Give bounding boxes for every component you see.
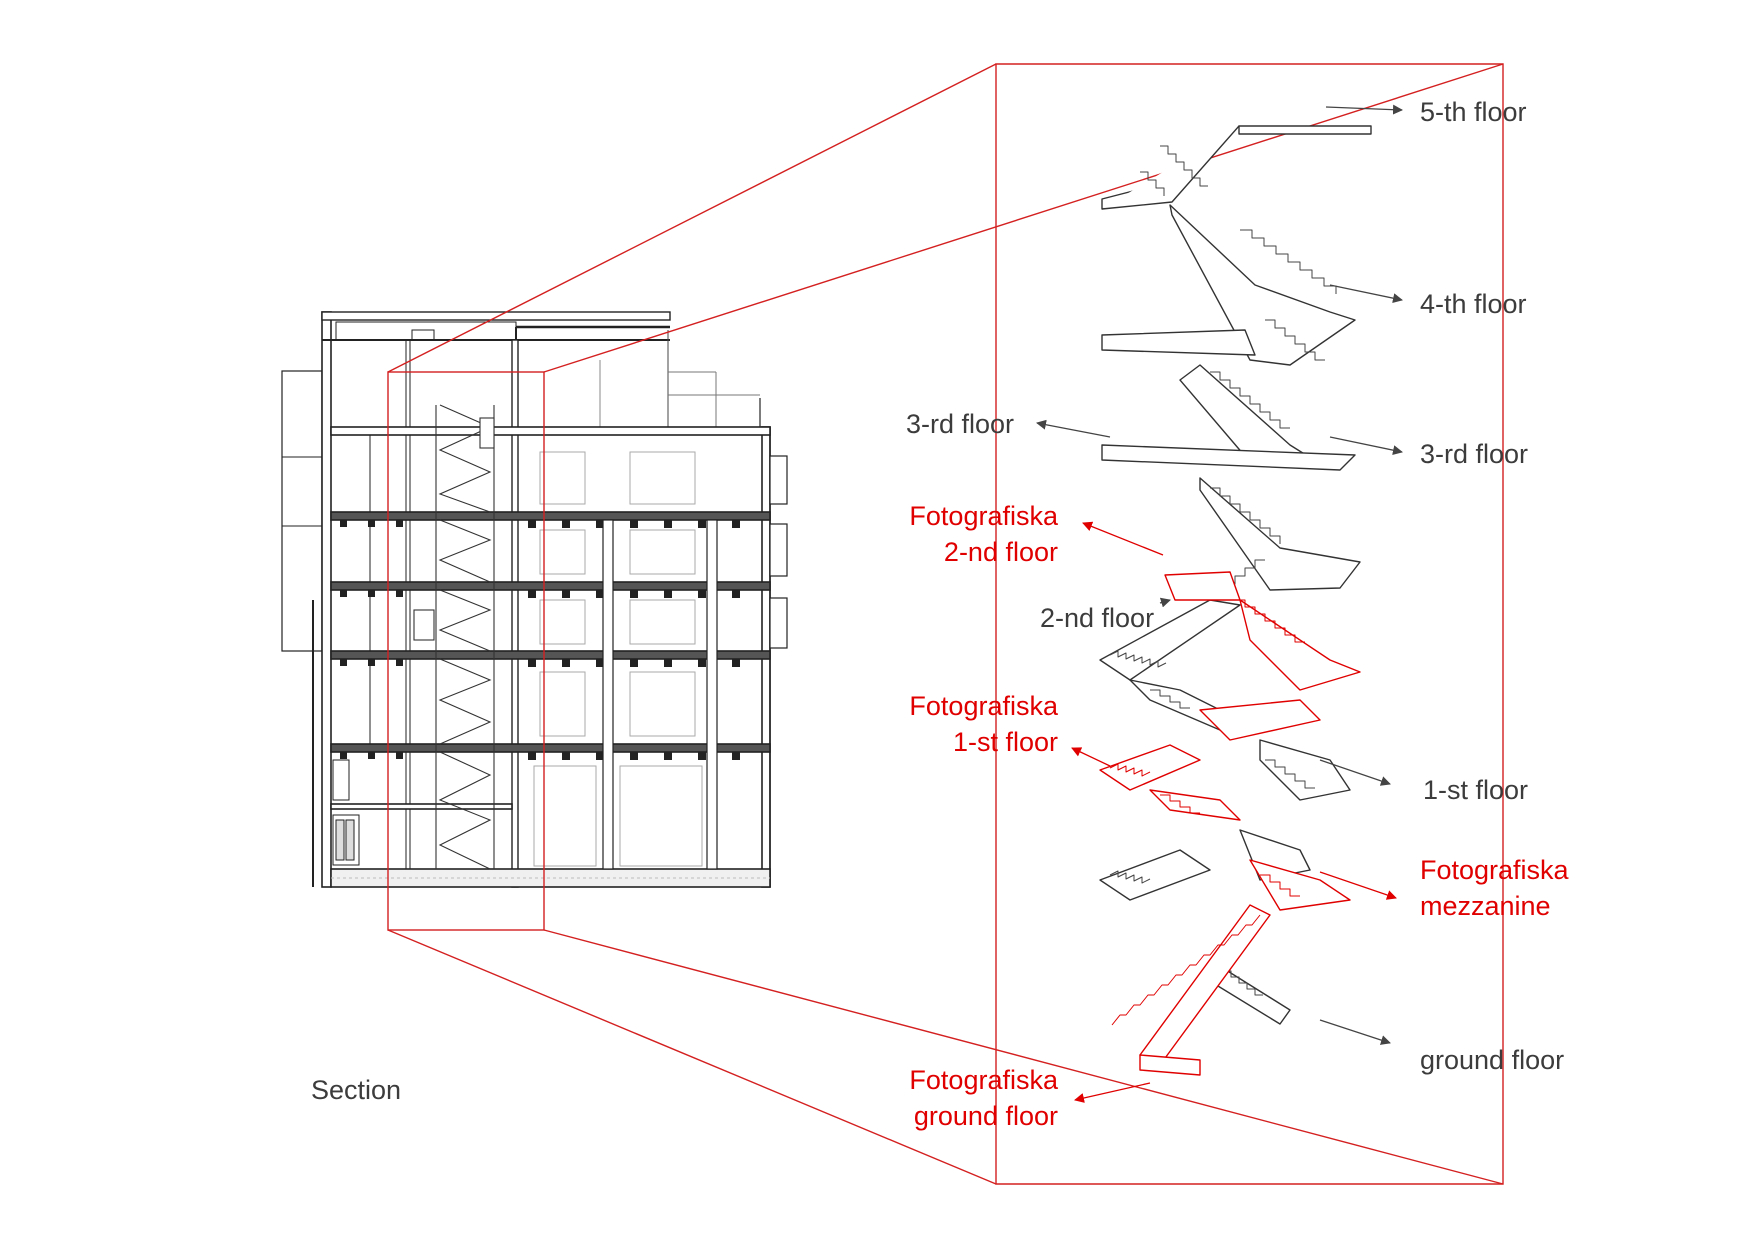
arrow-foto-mezzanine — [1319, 871, 1397, 900]
arrow-foto-1st — [1071, 747, 1111, 767]
arrow-foto-2nd — [1082, 521, 1164, 556]
arrow-1st — [1319, 759, 1391, 786]
facade-panel — [281, 370, 323, 652]
fotografiska-ground-label: Fotografiska ground floor — [860, 1062, 1058, 1134]
roof — [321, 311, 671, 321]
floor-label-2nd: 2-nd floor — [1040, 603, 1155, 633]
fotografiska-mezzanine-line2: mezzanine — [1420, 891, 1551, 921]
wall-panels — [533, 451, 703, 867]
floor-slabs — [330, 426, 771, 888]
floor-label-5th: 5-th floor — [1420, 97, 1527, 127]
left-rooms — [332, 435, 371, 866]
fotografiska-mezzanine-label: Fotografiska mezzanine — [1420, 852, 1569, 924]
floor-label-ground: ground floor — [1420, 1045, 1565, 1075]
fotografiska-1st-label: Fotografiska 1-st floor — [860, 688, 1058, 760]
stair-steps-red — [1109, 599, 1305, 1026]
arrow-4th — [1329, 284, 1403, 304]
stair-flight-grey — [1101, 125, 1372, 366]
fotografiska-mezzanine-line1: Fotografiska — [1420, 855, 1569, 885]
fotografiska-1st-line1: Fotografiska — [909, 691, 1058, 721]
left-wall — [321, 311, 332, 888]
section-highlight-box — [387, 371, 545, 931]
arrow-foto-ground — [1074, 1082, 1151, 1103]
leader-arrows — [1036, 104, 1403, 1103]
landing-3rd — [1101, 444, 1356, 471]
floor-label-3rd-left: 3-rd floor — [906, 409, 1015, 439]
building-section — [281, 311, 788, 888]
arrow-3rd-left — [1036, 419, 1111, 438]
arrow-5th — [1325, 104, 1403, 115]
floor-label-3rd-right: 3-rd floor — [1420, 439, 1529, 469]
section-label: Section — [311, 1075, 402, 1105]
core-stairs — [413, 404, 495, 870]
isometric-stair-tower — [1099, 125, 1372, 1076]
arrow-ground — [1319, 1019, 1391, 1045]
fotografiska-ground-line2: ground floor — [913, 1101, 1058, 1131]
columns — [602, 519, 718, 870]
fotografiska-2nd-line2: 2-nd floor — [943, 537, 1058, 567]
fotografiska-2nd-label: Fotografiska 2-nd floor — [860, 498, 1058, 570]
floor-label-1st: 1-st floor — [1423, 775, 1529, 805]
stair-steps-grey — [1140, 145, 1337, 361]
zoom-frame — [387, 63, 1504, 1185]
landing-4th — [1101, 329, 1256, 356]
core-wall — [511, 339, 519, 888]
stair-flight-red — [1099, 571, 1361, 1076]
beams — [340, 520, 740, 760]
fotografiska-ground-line1: Fotografiska — [909, 1065, 1058, 1095]
facade-windows — [769, 455, 788, 649]
fotografiska-2nd-line1: Fotografiska — [909, 501, 1058, 531]
fotografiska-1st-line2: 1-st floor — [952, 727, 1058, 757]
floor-label-4th: 4-th floor — [1420, 289, 1527, 319]
arrow-3rd-right — [1329, 436, 1403, 456]
